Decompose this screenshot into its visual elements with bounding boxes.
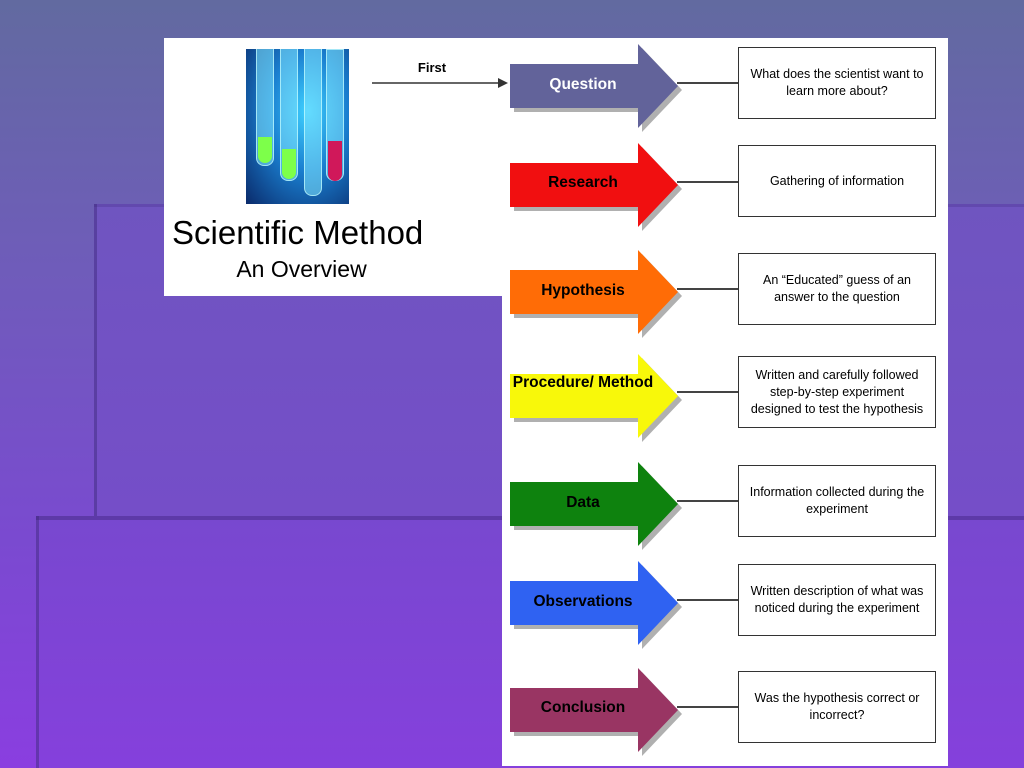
step-arrow <box>510 143 682 231</box>
connector-line <box>677 391 739 393</box>
connector-line <box>677 599 739 601</box>
step-label-question: Question <box>549 76 617 93</box>
connector-line <box>677 181 739 183</box>
step-description-procedure-method: Written and carefully followed step-by-s… <box>738 356 936 428</box>
step-description-data: Information collected during the experim… <box>738 465 936 537</box>
step-arrow <box>510 561 682 649</box>
first-label: First <box>417 60 447 75</box>
step-description-conclusion: Was the hypothesis correct or incorrect? <box>738 671 936 743</box>
step-description-observations: Written description of what was noticed … <box>738 564 936 636</box>
step-arrow <box>510 354 682 442</box>
connector-line <box>677 288 739 290</box>
step-label-observations: Observations <box>533 593 633 610</box>
page-subtitle: An Overview <box>236 256 367 282</box>
connector-line <box>677 706 739 708</box>
step-arrow <box>510 250 682 338</box>
step-arrow <box>510 668 682 756</box>
connector-line <box>677 500 739 502</box>
step-label-procedure-method: Procedure/ Method <box>512 374 654 391</box>
page-title: Scientific Method <box>172 214 424 251</box>
step-label-hypothesis: Hypothesis <box>541 282 625 299</box>
test-tubes-photo <box>246 49 349 204</box>
step-label-research: Research <box>548 174 618 191</box>
step-arrow <box>510 44 682 132</box>
connector-line <box>677 82 739 84</box>
step-arrow <box>510 462 682 550</box>
first-arrow <box>372 78 508 88</box>
step-description-hypothesis: An “Educated” guess of an answer to the … <box>738 253 936 325</box>
step-label-conclusion: Conclusion <box>540 699 626 716</box>
step-label-data: Data <box>566 494 600 511</box>
step-description-research: Gathering of information <box>738 145 936 217</box>
step-description-question: What does the scientist want to learn mo… <box>738 47 936 119</box>
